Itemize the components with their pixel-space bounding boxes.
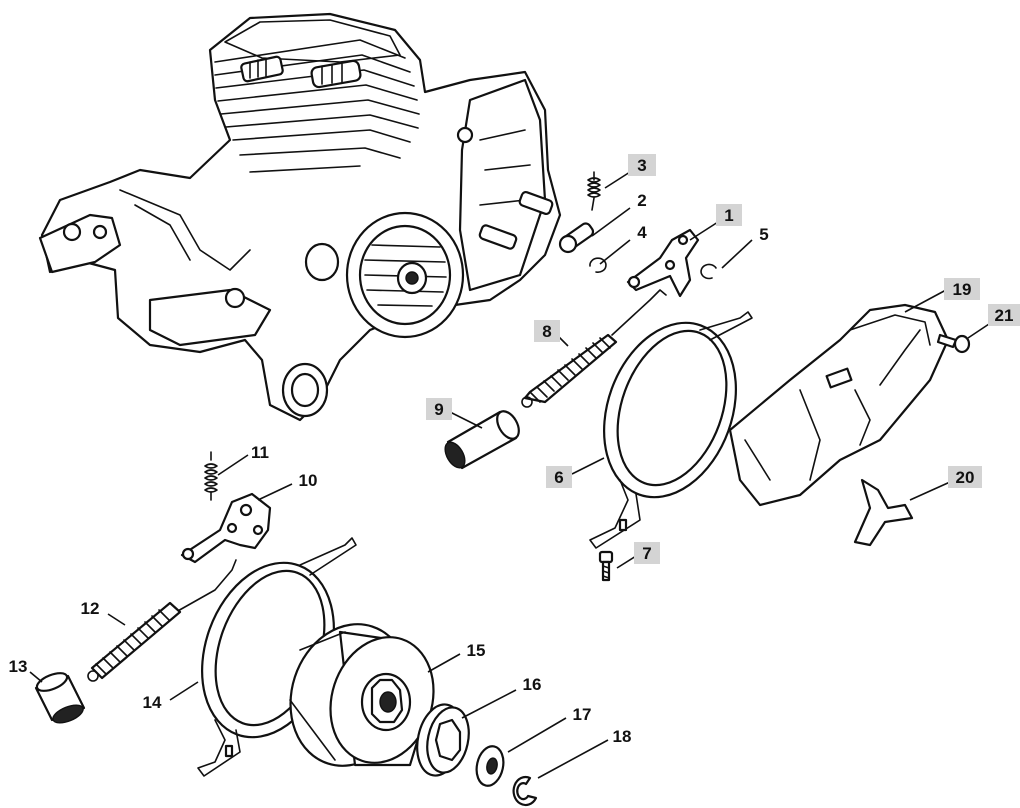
svg-text:16: 16 <box>523 675 542 694</box>
part-2-pin <box>558 222 595 254</box>
svg-text:6: 6 <box>554 468 563 487</box>
svg-text:3: 3 <box>637 156 646 175</box>
part-5-circlip <box>700 263 717 280</box>
svg-text:2: 2 <box>637 191 646 210</box>
callout-13: 13 <box>9 657 28 676</box>
callout-11: 11 <box>251 443 269 462</box>
engine-crankcase-assembly <box>38 12 562 422</box>
callout-1: 1 <box>716 204 742 226</box>
callout-6: 6 <box>546 466 572 488</box>
callout-21: 21 <box>988 304 1020 326</box>
svg-text:9: 9 <box>434 400 443 419</box>
part-17-washer <box>475 745 505 787</box>
callout-2: 2 <box>637 191 646 210</box>
svg-text:21: 21 <box>995 306 1014 325</box>
callout-15: 15 <box>467 641 486 660</box>
svg-text:4: 4 <box>637 223 647 242</box>
spark-plug <box>240 55 284 83</box>
svg-text:11: 11 <box>251 443 269 462</box>
callout-17: 17 <box>573 705 592 724</box>
part-9-sleeve <box>444 410 520 470</box>
callout-16: 16 <box>523 675 542 694</box>
part-13-sleeve <box>34 672 86 724</box>
svg-text:8: 8 <box>542 322 551 341</box>
clutch-mount <box>345 211 465 339</box>
svg-text:20: 20 <box>956 468 975 487</box>
svg-text:19: 19 <box>953 280 972 299</box>
part-21-screw <box>936 333 971 354</box>
part-3-spring <box>587 171 601 211</box>
part-1-lever <box>626 228 700 298</box>
svg-text:15: 15 <box>467 641 486 660</box>
svg-text:17: 17 <box>573 705 592 724</box>
callout-20: 20 <box>948 466 982 488</box>
svg-text:13: 13 <box>9 657 28 676</box>
part-8-tension-spring <box>521 289 667 408</box>
callout-3: 3 <box>628 154 656 176</box>
callout-5: 5 <box>759 225 768 244</box>
svg-text:10: 10 <box>299 471 318 490</box>
callout-10: 10 <box>299 471 318 490</box>
svg-text:5: 5 <box>759 225 768 244</box>
svg-text:12: 12 <box>81 599 100 618</box>
part-6-brake-band <box>589 311 753 549</box>
leader-lines <box>29 171 993 779</box>
part-20-lever <box>853 478 914 547</box>
part-12-tension-spring <box>87 559 237 682</box>
callout-18: 18 <box>613 727 632 746</box>
svg-text:18: 18 <box>613 727 632 746</box>
part-18-e-clip <box>512 775 538 807</box>
callout-9: 9 <box>426 398 452 420</box>
callout-8: 8 <box>534 320 560 342</box>
part-19-brake-cover <box>728 303 950 507</box>
part-11-spring <box>204 451 218 501</box>
svg-text:7: 7 <box>642 544 651 563</box>
part-7-screw <box>598 550 614 582</box>
callout-12: 12 <box>81 599 100 618</box>
svg-text:1: 1 <box>724 206 733 225</box>
part-10-lever-assembly <box>180 492 272 564</box>
callout-labels: 3 2 4 1 5 8 9 6 7 <box>9 154 1020 746</box>
decompression-valve <box>310 59 362 89</box>
part-16-sprocket <box>416 703 470 777</box>
callout-14: 14 <box>143 693 162 712</box>
svg-text:14: 14 <box>143 693 162 712</box>
callout-7: 7 <box>634 542 660 564</box>
callout-4: 4 <box>637 223 647 242</box>
callout-19: 19 <box>944 278 980 300</box>
